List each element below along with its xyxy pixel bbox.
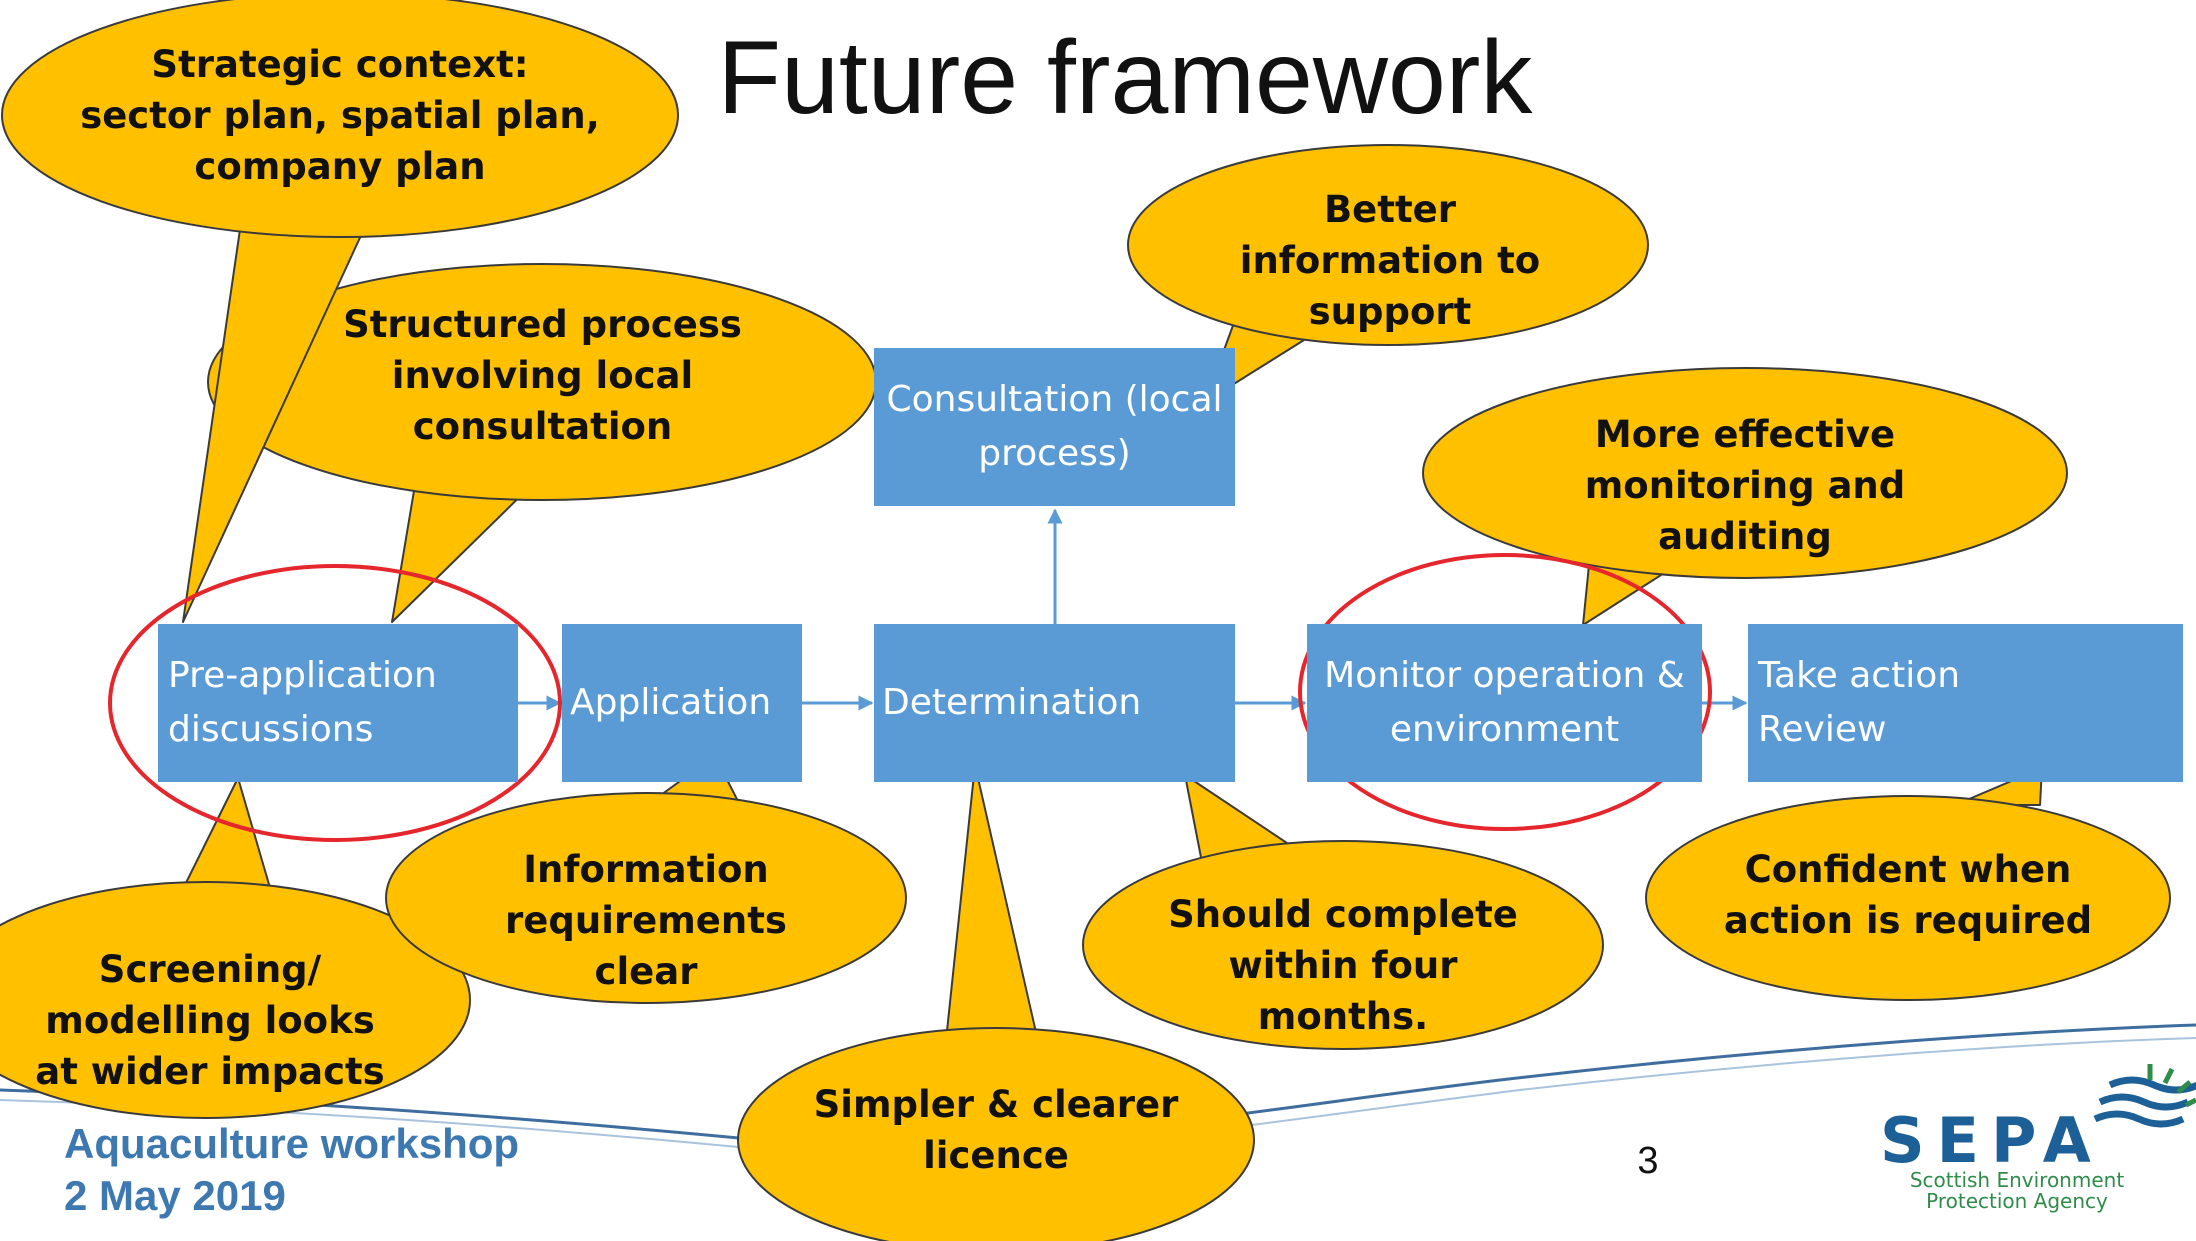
sepa-logo-subtitle: Scottish Environment Protection Agency: [1882, 1170, 2152, 1212]
callout-screening-line-1: Screening/: [98, 947, 322, 991]
callout-strategic-context-line-1: Strategic context:: [151, 42, 529, 86]
sepa-logo-subtitle-line-2: Protection Agency: [1926, 1189, 2108, 1213]
footer-event-date: 2 May 2019: [64, 1172, 286, 1219]
callout-should-complete: Should complete within four months.: [1143, 885, 1543, 1045]
callout-should-complete-line-3: months.: [1257, 994, 1429, 1038]
box-application: Application: [562, 624, 802, 782]
slide-title: Future framework: [717, 20, 1533, 136]
box-monitor: Monitor operation & environment: [1307, 624, 1702, 782]
callout-better-information-line-2: information to: [1239, 238, 1541, 282]
callout-structured-process-line-1: Structured process: [343, 302, 742, 346]
callout-should-complete-line-1: Should complete: [1168, 892, 1518, 936]
callout-simpler-clearer-line-2: licence: [923, 1134, 1069, 1177]
sepa-logo: SEPA Scottish Environment Protection Age…: [1870, 1060, 2190, 1220]
callout-strategic-context-line-3: company plan: [194, 144, 486, 188]
box-determination-label: Determination: [882, 682, 1142, 723]
callout-screening-line-3: at wider impacts: [35, 1049, 385, 1093]
callout-screening: Screening/ modelling looks at wider impa…: [10, 940, 410, 1100]
page-number: 3: [1637, 1140, 1659, 1182]
box-pre-application-line-1: Pre-application: [168, 655, 437, 696]
box-take-action-line-2: Review: [1758, 709, 1887, 750]
callout-structured-process: Structured process involving local consu…: [300, 290, 785, 460]
callout-information-requirements: Information requirements clear: [446, 840, 846, 1000]
callout-more-effective: More effective monitoring and auditing: [1500, 405, 1990, 565]
box-monitor-line-1: Monitor operation &: [1324, 655, 1685, 696]
callout-information-requirements-line-3: clear: [594, 949, 698, 993]
callout-shape-should-complete: [1082, 774, 1604, 1050]
callout-shape-more-effective: [1422, 367, 2068, 626]
box-pre-application-line-2: discussions: [168, 709, 374, 750]
highlight-ring-pre-application: [108, 564, 562, 842]
callout-information-requirements-line-1: Information: [523, 847, 769, 891]
sepa-logo-icon: [2093, 1064, 2196, 1128]
callout-simpler-clearer-line-1: Simpler & clearer: [813, 1083, 1179, 1126]
callout-simpler-clearer: Simpler & clearer licence: [796, 1075, 1196, 1185]
box-consultation: Consultation (local process): [874, 348, 1235, 506]
callout-more-effective-line-2: monitoring and: [1584, 463, 1906, 507]
callout-strategic-context: Strategic context: sector plan, spatial …: [40, 20, 640, 210]
callout-more-effective-line-1: More effective: [1594, 412, 1896, 456]
box-pre-application: Pre-application discussions: [158, 624, 518, 782]
callout-confident-line-2: action is required: [1723, 899, 2093, 942]
callout-structured-process-line-2: involving local: [391, 353, 694, 397]
box-take-action: Take action Review: [1748, 624, 2183, 782]
callout-strategic-context-line-2: sector plan, spatial plan,: [80, 93, 600, 137]
callout-shape-strategic-context: [1, 0, 679, 623]
callout-information-requirements-line-2: requirements: [505, 898, 787, 942]
footer-event-name: Aquaculture workshop: [64, 1120, 520, 1167]
footer-event: Aquaculture workshop 2 May 2019: [64, 1118, 519, 1222]
callout-more-effective-line-3: auditing: [1658, 514, 1832, 558]
callout-screening-line-2: modelling looks: [45, 998, 375, 1042]
callout-should-complete-line-2: within four: [1228, 943, 1458, 987]
callout-better-information-line-1: Better: [1323, 187, 1456, 231]
callout-structured-process-line-3: consultation: [412, 404, 673, 448]
box-monitor-line-2: environment: [1389, 709, 1620, 750]
callout-better-information: Better information to support: [1170, 175, 1610, 345]
callout-better-information-line-3: support: [1308, 289, 1472, 333]
box-consultation-line-1: Consultation (local: [886, 379, 1223, 420]
box-application-label: Application: [570, 682, 772, 723]
callout-confident-line-1: Confident when: [1744, 848, 2072, 891]
box-determination: Determination: [874, 624, 1235, 782]
box-consultation-line-2: process): [978, 433, 1131, 474]
callout-shape-screening: [0, 777, 471, 1119]
callout-shape-simpler-clearer: [737, 764, 1255, 1241]
box-take-action-line-1: Take action: [1758, 655, 1961, 696]
sepa-logo-subtitle-line-1: Scottish Environment: [1909, 1168, 2125, 1192]
highlight-ring-monitor: [1298, 553, 1712, 831]
callout-confident: Confident when action is required: [1683, 840, 2133, 950]
sepa-logo-wordmark: SEPA: [1880, 1104, 2103, 1177]
